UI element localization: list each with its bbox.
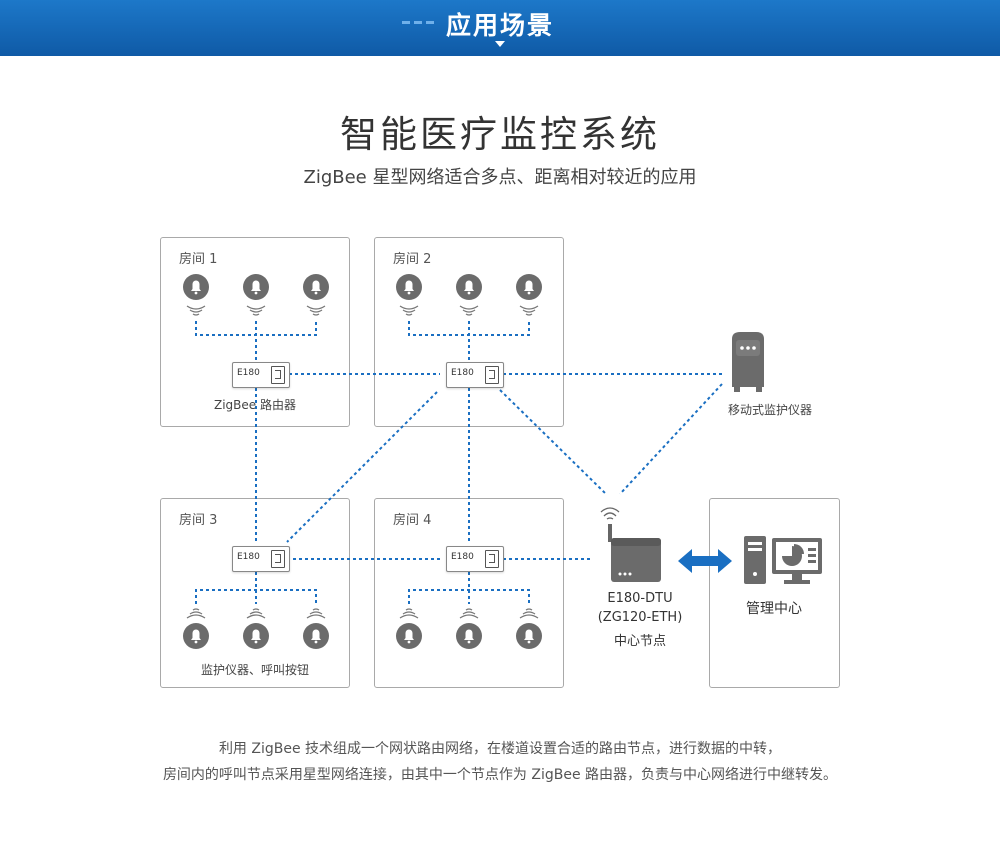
gateway-icon bbox=[600, 507, 661, 582]
banner-dash bbox=[402, 21, 410, 24]
router-label: E180 bbox=[237, 368, 260, 378]
bell-icon bbox=[243, 623, 269, 649]
room-label: 房间 2 bbox=[393, 252, 432, 267]
wifi-wave-icon bbox=[246, 305, 266, 316]
wifi-wave-icon bbox=[246, 608, 266, 619]
router-chip-icon bbox=[485, 550, 499, 568]
page-title: 智能医疗监控系统 bbox=[340, 113, 660, 156]
router-caption: ZigBee 路由器 bbox=[214, 398, 296, 412]
router-label: E180 bbox=[237, 552, 260, 562]
section-banner: 应用场景 bbox=[0, 0, 1000, 56]
bell-icon bbox=[396, 623, 422, 649]
wifi-wave-icon bbox=[186, 608, 206, 619]
router-label: E180 bbox=[451, 552, 474, 562]
management-center-label: 管理中心 bbox=[746, 601, 802, 617]
banner-title: 应用场景 bbox=[445, 11, 554, 40]
link-mobile-dtu bbox=[619, 383, 723, 495]
description-line-1: 利用 ZigBee 技术组成一个网状路由网络，在楼道设置合适的路由节点，进行数据… bbox=[218, 741, 782, 757]
banner-dash bbox=[426, 21, 434, 24]
bell-icon bbox=[183, 623, 209, 649]
zigbee-router-room4: E180 bbox=[446, 546, 504, 572]
router-chip-icon bbox=[485, 366, 499, 384]
wifi-wave-icon bbox=[399, 305, 419, 316]
bell-icon bbox=[516, 274, 542, 300]
router-label: E180 bbox=[451, 368, 474, 378]
bell-icon bbox=[516, 623, 542, 649]
dtu-model: E180-DTU bbox=[607, 591, 673, 606]
zigbee-router-room1: E180 bbox=[232, 362, 290, 388]
wifi-wave-icon bbox=[186, 305, 206, 316]
wifi-wave-icon bbox=[306, 305, 326, 316]
bell-icon bbox=[396, 274, 422, 300]
dtu-submodel: (ZG120-ETH) bbox=[597, 610, 683, 625]
room-label: 房间 3 bbox=[179, 513, 218, 528]
wifi-wave-icon bbox=[459, 608, 479, 619]
zigbee-router-room2: E180 bbox=[446, 362, 504, 388]
router-chip-icon bbox=[271, 550, 285, 568]
monitor-device-icon bbox=[732, 332, 764, 392]
link-r2-dtu bbox=[499, 389, 607, 495]
bell-icon bbox=[456, 274, 482, 300]
zigbee-router-room3: E180 bbox=[232, 546, 290, 572]
room-label: 房间 1 bbox=[179, 252, 218, 267]
computer-icon bbox=[744, 536, 822, 584]
wifi-wave-icon bbox=[306, 608, 326, 619]
page-subtitle: ZigBee 星型网络适合多点、距离相对较近的应用 bbox=[303, 167, 697, 188]
router-chip-icon bbox=[271, 366, 285, 384]
bell-icon bbox=[303, 623, 329, 649]
double-arrow-icon bbox=[678, 549, 732, 573]
dtu-role: 中心节点 bbox=[613, 634, 666, 649]
bell-icon bbox=[183, 274, 209, 300]
wifi-wave-icon bbox=[519, 608, 539, 619]
link-r2-r3 bbox=[286, 391, 438, 543]
wifi-wave-icon bbox=[519, 305, 539, 316]
wifi-wave-icon bbox=[459, 305, 479, 316]
device-caption: 监护仪器、呼叫按钮 bbox=[200, 663, 309, 677]
bell-icon bbox=[303, 274, 329, 300]
wifi-wave-icon bbox=[399, 608, 419, 619]
bell-icon bbox=[243, 274, 269, 300]
management-center-box bbox=[709, 498, 840, 688]
bell-icon bbox=[456, 623, 482, 649]
banner-dash bbox=[414, 21, 422, 24]
mobile-monitor-label: 移动式监护仪器 bbox=[727, 403, 812, 417]
banner-caret-icon bbox=[495, 41, 505, 47]
room-label: 房间 4 bbox=[393, 513, 432, 528]
description-line-2: 房间内的呼叫节点采用星型网络连接，由其中一个节点作为 ZigBee 路由器，负责… bbox=[162, 767, 838, 783]
